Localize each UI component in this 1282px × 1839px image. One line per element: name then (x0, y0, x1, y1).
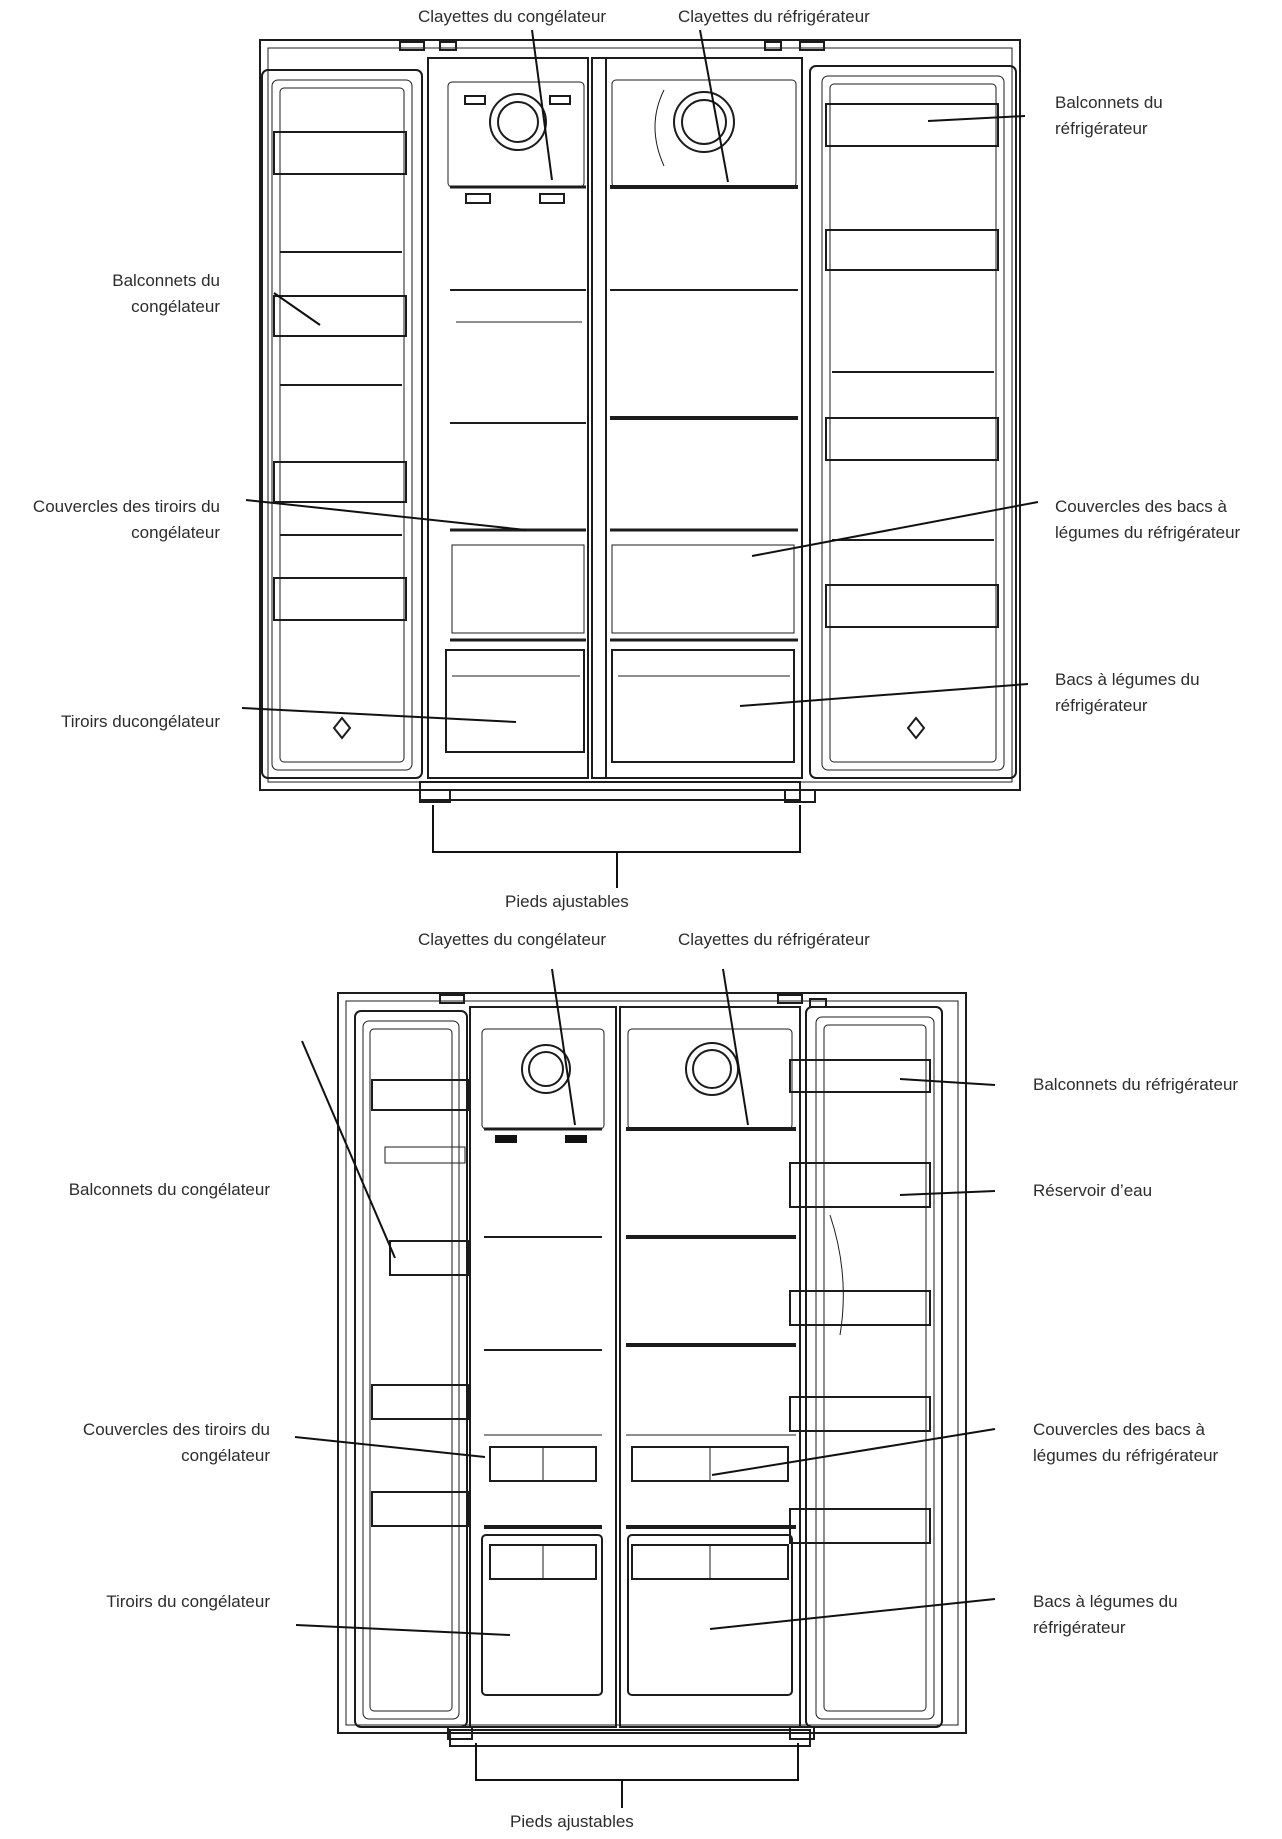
label-crisper-covers: Couvercles des bacs à légumes du réfrigé… (1033, 1417, 1218, 1469)
label-freezer-shelves: Clayettes du congélateur (418, 930, 607, 949)
label-line: congélateur (131, 297, 220, 316)
label-line: légumes du réfrigérateur (1033, 1446, 1219, 1465)
freezer-compartment-bottom (469, 1006, 617, 1728)
fridge-diagram-bottom: Clayettes du congélateur Clayettes du ré… (0, 915, 1282, 1839)
label-freezer-drawers: Tiroirs du congélateur (106, 1592, 270, 1611)
freezer-door-bottom (354, 1010, 469, 1728)
label-freezer-drawer-covers: Couvercles des tiroirs du congélateur (20, 1417, 270, 1469)
label-line: réfrigérateur (1055, 119, 1148, 138)
label-fridge-door-bins: Balconnets du réfrigérateur (1033, 1075, 1239, 1094)
label-line: congélateur (131, 523, 220, 542)
fridge-illustration-bottom (294, 968, 996, 1808)
label-fridge-shelves: Clayettes du réfrigérateur (678, 930, 870, 949)
label-line: Couvercles des bacs à (1033, 1420, 1205, 1439)
label-line: Balconnets du (1055, 93, 1163, 112)
foot-right-bottom (789, 1726, 815, 1740)
fridge-compartment-bottom (619, 1006, 801, 1728)
label-adjustable-feet: Pieds ajustables (510, 1812, 634, 1831)
label-line: Couvercles des tiroirs du (82, 1420, 270, 1439)
fridge-compartment-top (605, 57, 803, 779)
label-water-tank: Réservoir d’eau (1033, 1181, 1153, 1200)
label-line: Bacs à légumes du (1033, 1592, 1178, 1611)
label-line: Balconnets du (112, 271, 220, 290)
foot-right-top (784, 789, 816, 803)
freezer-door-top (261, 69, 423, 779)
fridge-door-bottom (789, 1006, 943, 1728)
label-freezer-door-bins: Balconnets du congélateur (68, 1180, 270, 1199)
fridge-door-top (809, 65, 1017, 779)
label-freezer-drawer-covers: Couvercles des tiroirs du congélateur (0, 494, 220, 546)
label-freezer-door-bins: Balconnets du congélateur (40, 268, 220, 320)
label-crispers: Bacs à légumes du réfrigérateur (1055, 667, 1200, 719)
foot-left-bottom (447, 1726, 473, 1740)
label-line: congélateur (181, 1446, 270, 1465)
label-freezer-drawers: Tiroirs ducongélateur (60, 712, 220, 731)
label-line: légumes du réfrigérateur (1055, 523, 1241, 542)
water-tank-shape (789, 1162, 931, 1208)
foot-left-top (419, 789, 451, 803)
label-line: réfrigérateur (1055, 696, 1148, 715)
label-line: Couvercles des tiroirs du (32, 497, 220, 516)
fridge-diagram-top: Clayettes du congélateur Clayettes du ré… (0, 0, 1282, 915)
label-fridge-door-bins: Balconnets du réfrigérateur (1055, 90, 1163, 142)
label-line: réfrigérateur (1033, 1618, 1126, 1637)
label-freezer-shelves: Clayettes du congélateur (418, 7, 607, 26)
label-adjustable-feet: Pieds ajustables (505, 892, 629, 911)
label-crisper-covers: Couvercles des bacs à légumes du réfrigé… (1055, 494, 1240, 546)
label-line: Couvercles des bacs à (1055, 497, 1227, 516)
label-fridge-shelves: Clayettes du réfrigérateur (678, 7, 870, 26)
freezer-compartment-top (427, 57, 589, 779)
label-crispers: Bacs à légumes du réfrigérateur (1033, 1589, 1178, 1641)
fridge-illustration-top (241, 29, 1039, 888)
label-line: Bacs à légumes du (1055, 670, 1200, 689)
